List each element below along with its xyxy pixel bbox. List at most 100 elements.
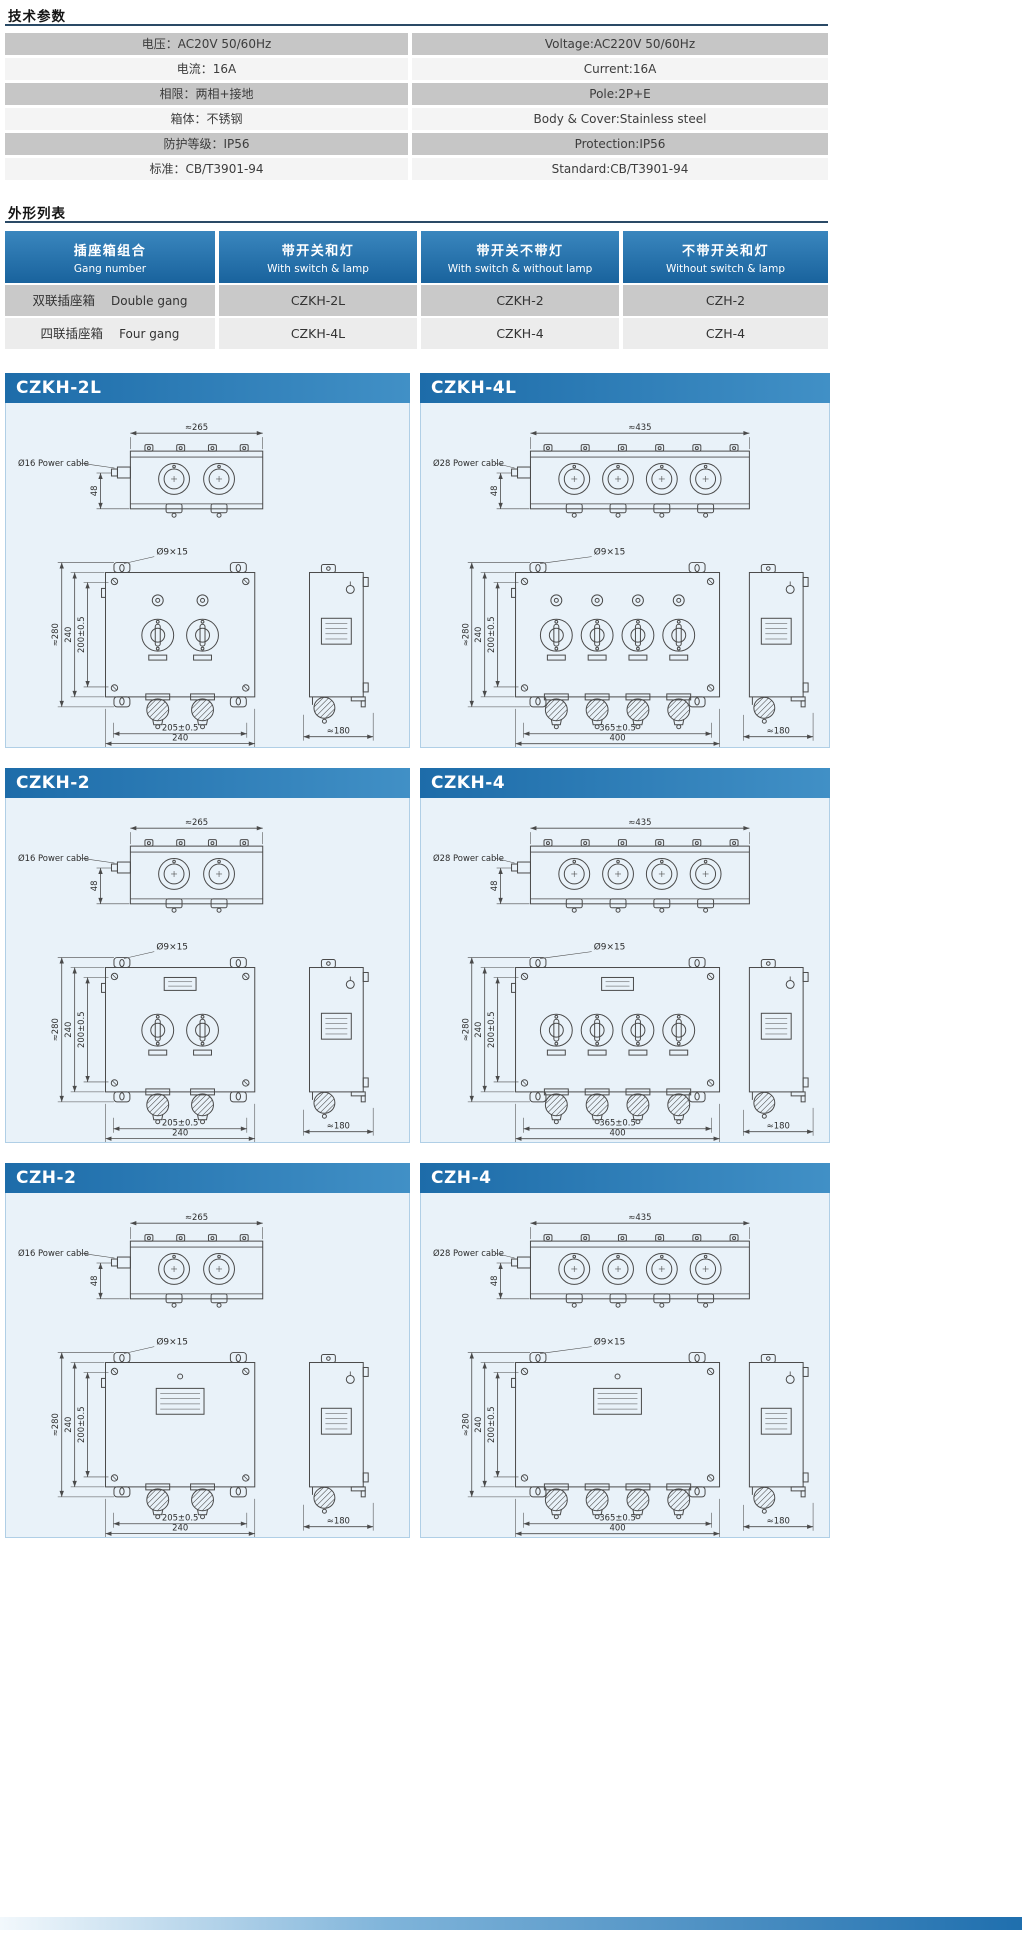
spec-cell-en: Voltage:AC220V 50/60Hz [412, 33, 828, 55]
spec-cell-cn: 电压：AC20V 50/60Hz [5, 33, 408, 55]
svg-text:400: 400 [609, 733, 625, 743]
model-cell: CZKH-4L [219, 318, 417, 349]
svg-text:≈280: ≈280 [460, 1018, 470, 1041]
svg-text:240: 240 [473, 1417, 483, 1433]
svg-text:≈265: ≈265 [185, 1212, 208, 1222]
spec-row-pole: 相限：两相+接地 Pole:2P+E [5, 83, 828, 105]
spec-cell-cn: 相限：两相+接地 [5, 83, 408, 105]
spec-cell-en: Body & Cover:Stainless steel [412, 108, 828, 130]
outline-header-gang: 插座箱组合 Gang number [5, 231, 215, 283]
header-cn: 带开关和灯 [281, 244, 355, 259]
header-en: With switch & without lamp [447, 263, 593, 275]
panel-title: CZKH-2 [5, 768, 410, 798]
svg-text:200±0.5: 200±0.5 [486, 616, 496, 653]
svg-text:Ø16 Power cable: Ø16 Power cable [18, 1248, 89, 1258]
svg-text:≈180: ≈180 [327, 1516, 350, 1526]
svg-text:365±0.5: 365±0.5 [599, 1118, 636, 1128]
spec-cell-cn: 标准：CB/T3901-94 [5, 158, 408, 180]
row-label-cn: 双联插座箱 [32, 293, 95, 308]
svg-text:Ø16 Power cable: Ø16 Power cable [18, 853, 89, 863]
panel-title: CZKH-2L [5, 373, 410, 403]
svg-text:48: 48 [489, 1276, 499, 1287]
spec-cell-cn: 电流：16A [5, 58, 408, 80]
svg-text:200±0.5: 200±0.5 [76, 1406, 86, 1443]
svg-text:≈180: ≈180 [767, 726, 790, 736]
svg-text:48: 48 [89, 1276, 99, 1287]
header-cn: 带开关不带灯 [476, 244, 564, 259]
panel-title: CZKH-4L [420, 373, 830, 403]
svg-text:Ø9×15: Ø9×15 [156, 547, 188, 558]
svg-text:48: 48 [89, 881, 99, 892]
svg-text:240: 240 [473, 1022, 483, 1038]
spec-cell-en: Pole:2P+E [412, 83, 828, 105]
footer-bar [0, 1917, 1022, 1930]
tech-params-title: 技术参数 [8, 9, 66, 25]
svg-text:240: 240 [63, 627, 73, 643]
svg-text:Ø9×15: Ø9×15 [594, 942, 626, 953]
outline-table-header: 插座箱组合 Gang number 带开关和灯 With switch & la… [5, 231, 828, 283]
model-cell: CZKH-2 [421, 285, 619, 316]
svg-text:≈435: ≈435 [628, 1212, 651, 1222]
svg-text:Ø28 Power cable: Ø28 Power cable [433, 1248, 504, 1258]
svg-text:≈280: ≈280 [460, 1413, 470, 1436]
svg-text:240: 240 [63, 1022, 73, 1038]
svg-text:≈280: ≈280 [50, 623, 60, 646]
outline-header-no-switch: 不带开关和灯 Without switch & lamp [623, 231, 828, 283]
svg-text:≈180: ≈180 [767, 1516, 790, 1526]
svg-text:Ø9×15: Ø9×15 [156, 1337, 188, 1348]
model-cell: CZH-4 [623, 318, 828, 349]
row-label-en: Four gang [119, 327, 180, 341]
svg-text:≈435: ≈435 [628, 817, 651, 827]
spec-cell-en: Protection:IP56 [412, 133, 828, 155]
spec-row-standard: 标准：CB/T3901-94 Standard:CB/T3901-94 [5, 158, 828, 180]
svg-text:Ø9×15: Ø9×15 [156, 942, 188, 953]
svg-text:48: 48 [489, 881, 499, 892]
header-en: Gang number [73, 263, 147, 275]
svg-text:≈435: ≈435 [628, 422, 651, 432]
spec-cell-en: Current:16A [412, 58, 828, 80]
svg-text:200±0.5: 200±0.5 [76, 1011, 86, 1048]
svg-text:365±0.5: 365±0.5 [599, 1513, 636, 1523]
spec-row-current: 电流：16A Current:16A [5, 58, 828, 80]
outline-list-rule [5, 221, 828, 223]
svg-text:48: 48 [89, 486, 99, 497]
svg-text:Ø9×15: Ø9×15 [594, 547, 626, 558]
svg-text:Ø28 Power cable: Ø28 Power cable [433, 458, 504, 468]
svg-text:200±0.5: 200±0.5 [486, 1406, 496, 1443]
panel-title: CZH-4 [420, 1163, 830, 1193]
svg-text:205±0.5: 205±0.5 [162, 1118, 199, 1128]
outline-table: 插座箱组合 Gang number 带开关和灯 With switch & la… [5, 231, 828, 349]
svg-text:200±0.5: 200±0.5 [486, 1011, 496, 1048]
spec-row-body: 箱体：不锈钢 Body & Cover:Stainless steel [5, 108, 828, 130]
svg-text:400: 400 [609, 1523, 625, 1533]
svg-text:205±0.5: 205±0.5 [162, 1513, 199, 1523]
model-cell: CZH-2 [623, 285, 828, 316]
svg-text:200±0.5: 200±0.5 [76, 616, 86, 653]
svg-text:≈180: ≈180 [327, 726, 350, 736]
svg-text:≈265: ≈265 [185, 422, 208, 432]
panel-title: CZH-2 [5, 1163, 410, 1193]
svg-text:≈280: ≈280 [460, 623, 470, 646]
svg-text:240: 240 [63, 1417, 73, 1433]
spec-row-voltage: 电压：AC20V 50/60Hz Voltage:AC220V 50/60Hz [5, 33, 828, 55]
spec-cell-en: Standard:CB/T3901-94 [412, 158, 828, 180]
outline-header-switch-no-lamp: 带开关不带灯 With switch & without lamp [421, 231, 619, 283]
svg-text:≈265: ≈265 [185, 817, 208, 827]
svg-text:48: 48 [489, 486, 499, 497]
svg-text:205±0.5: 205±0.5 [162, 723, 199, 733]
svg-text:400: 400 [609, 1128, 625, 1138]
spec-cell-cn: 防护等级：IP56 [5, 133, 408, 155]
svg-text:365±0.5: 365±0.5 [599, 723, 636, 733]
